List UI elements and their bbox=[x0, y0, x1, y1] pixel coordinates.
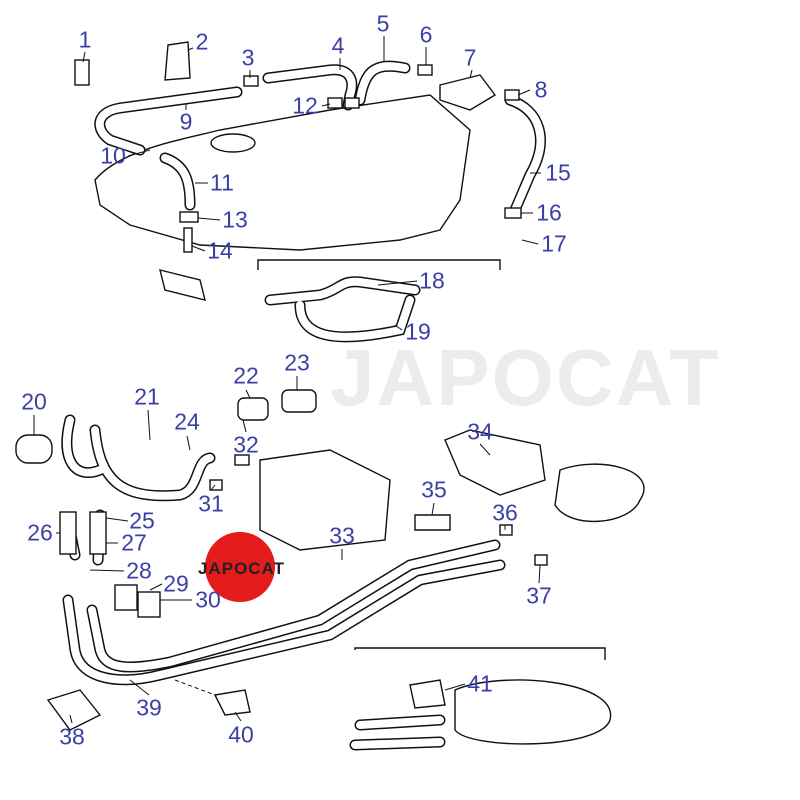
callout-38[interactable]: 38 bbox=[59, 723, 85, 750]
callout-7[interactable]: 7 bbox=[463, 44, 477, 71]
callout-16[interactable]: 16 bbox=[536, 199, 562, 226]
callout-25[interactable]: 25 bbox=[129, 507, 155, 534]
callout-27[interactable]: 27 bbox=[121, 529, 147, 556]
callout-36[interactable]: 36 bbox=[492, 499, 518, 526]
callout-2[interactable]: 2 bbox=[195, 28, 209, 55]
callout-26[interactable]: 26 bbox=[27, 519, 53, 546]
callout-8[interactable]: 8 bbox=[534, 76, 548, 103]
callout-11[interactable]: 11 bbox=[210, 169, 234, 196]
callout-17[interactable]: 17 bbox=[541, 230, 567, 257]
watermark: JAPOCAT bbox=[330, 333, 721, 422]
callout-30[interactable]: 30 bbox=[195, 586, 221, 613]
callout-40[interactable]: 40 bbox=[228, 721, 254, 748]
callout-15[interactable]: 15 bbox=[545, 159, 571, 186]
callout-12[interactable]: 12 bbox=[292, 92, 318, 119]
callout-6[interactable]: 6 bbox=[419, 21, 433, 48]
callout-18[interactable]: 18 bbox=[419, 267, 445, 294]
callout-23[interactable]: 23 bbox=[284, 349, 310, 376]
clamps-brackets bbox=[15, 41, 548, 731]
callout-20[interactable]: 20 bbox=[21, 388, 47, 415]
callout-31[interactable]: 31 bbox=[198, 490, 224, 517]
callout-35[interactable]: 35 bbox=[421, 476, 447, 503]
japocat-logo bbox=[205, 532, 275, 602]
callout-34[interactable]: 34 bbox=[467, 418, 493, 445]
callout-19[interactable]: 19 bbox=[405, 318, 431, 345]
callout-9[interactable]: 9 bbox=[179, 108, 193, 135]
callout-24[interactable]: 24 bbox=[174, 408, 200, 435]
engine-outline bbox=[94, 94, 645, 745]
leader-lines bbox=[33, 36, 541, 724]
callout-28[interactable]: 28 bbox=[126, 557, 152, 584]
callout-21[interactable]: 21 bbox=[134, 383, 160, 410]
callout-37[interactable]: 37 bbox=[526, 582, 552, 609]
callout-22[interactable]: 22 bbox=[233, 362, 259, 389]
logo-text: JAPOCAT bbox=[198, 559, 285, 578]
callout-3[interactable]: 3 bbox=[241, 44, 255, 71]
callout-32[interactable]: 32 bbox=[233, 431, 259, 458]
callout-39[interactable]: 39 bbox=[136, 694, 162, 721]
callout-41[interactable]: 41 bbox=[467, 670, 493, 697]
callout-1[interactable]: 1 bbox=[78, 26, 92, 53]
callout-14[interactable]: 14 bbox=[207, 237, 233, 264]
callout-33[interactable]: 33 bbox=[329, 522, 355, 549]
callout-29[interactable]: 29 bbox=[163, 570, 189, 597]
callout-5[interactable]: 5 bbox=[376, 10, 390, 37]
callout-4[interactable]: 4 bbox=[331, 32, 345, 59]
callout-13[interactable]: 13 bbox=[222, 206, 248, 233]
callout-10[interactable]: 10 bbox=[100, 142, 126, 169]
